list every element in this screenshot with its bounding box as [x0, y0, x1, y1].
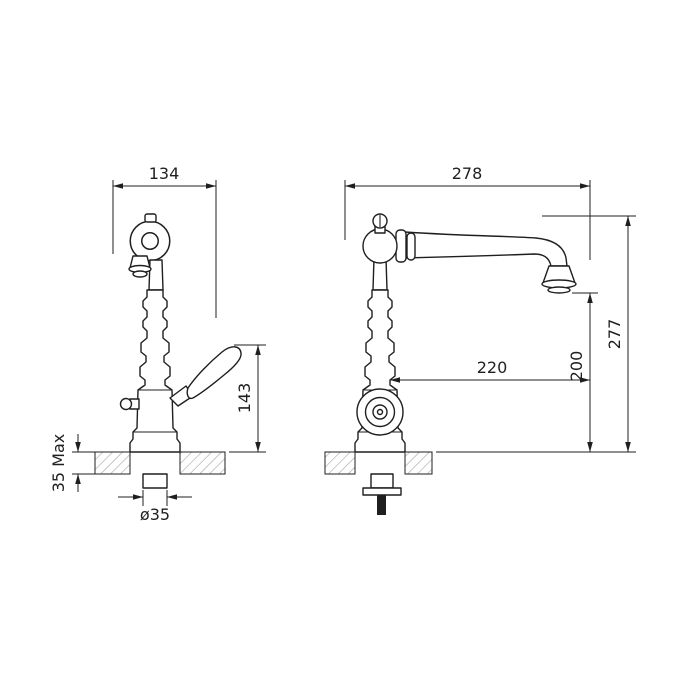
side-handle-face [356, 388, 404, 436]
arrowhead-left [390, 377, 400, 383]
front-countertop [94, 451, 226, 475]
side-spout-tube [404, 231, 568, 267]
extension-lines [72, 451, 95, 475]
arrowhead-left [345, 183, 355, 189]
dim-label-side-outlet-height: 200 [567, 351, 586, 382]
arrowhead-top [255, 345, 261, 355]
side-shank [370, 473, 394, 489]
dim-deck-thickness: 35 Max [49, 434, 95, 493]
front-spout-curl [129, 213, 171, 262]
dim-label-side-total-height: 277 [605, 319, 624, 350]
front-view [94, 213, 242, 489]
outlet-bell-tip [547, 286, 571, 294]
arrowhead-right [206, 183, 216, 189]
handle-center-dot [376, 408, 384, 416]
handle-lever [186, 346, 242, 400]
arrowhead-right [167, 494, 177, 500]
mounting-nut [362, 487, 402, 496]
front-column [129, 289, 181, 453]
outlet-bell-tip [132, 270, 148, 278]
dim-label-side-reach: 220 [477, 358, 508, 377]
supply-hose [377, 495, 386, 515]
side-view [324, 213, 577, 515]
arrowhead-bottom [625, 442, 631, 452]
dim-front-height: 143 [229, 344, 266, 453]
extension-lines [344, 180, 591, 260]
extension-lines [142, 490, 168, 506]
dim-label-deck-thickness: 35 Max [49, 434, 68, 493]
ball-joint [362, 228, 398, 264]
knob-ball [119, 397, 133, 411]
front-side-knob [119, 397, 140, 411]
countertop-hatch-left [94, 451, 131, 475]
collar-ring-outer [406, 232, 416, 261]
spout-curl-cap [144, 213, 157, 223]
dim-label-front-width: 134 [149, 164, 180, 183]
dim-label-hole-diameter: ø35 [140, 505, 170, 524]
arrowhead-left [133, 494, 143, 500]
arrowhead-bottom [255, 442, 261, 452]
dim-label-side-spout-length: 278 [452, 164, 483, 183]
dim-side-total-height: 277 [436, 215, 636, 453]
dim-side-spout-length: 278 [344, 164, 591, 260]
front-shank [142, 473, 168, 489]
column-profile [129, 289, 181, 453]
extension-lines [112, 180, 217, 318]
arrowhead-top [625, 216, 631, 226]
arrowhead-bottom [587, 442, 593, 452]
front-outlet-bell [128, 255, 152, 278]
dim-label-front-height: 143 [235, 383, 254, 414]
countertop-hatch-left [324, 451, 356, 475]
arrowhead-right [580, 377, 590, 383]
side-spout-collars [395, 229, 416, 263]
arrowhead-bottom [75, 474, 81, 484]
arrowhead-right [580, 183, 590, 189]
countertop-hatch-right [179, 451, 226, 475]
side-outlet-bell [541, 265, 577, 294]
dim-front-width: 134 [112, 164, 217, 318]
side-ball-joint [362, 213, 398, 264]
front-neck [148, 259, 164, 291]
side-undermount [362, 473, 402, 515]
front-handle [169, 346, 242, 407]
dim-side-reach: 220 [390, 358, 590, 383]
column-detail-lines [133, 389, 177, 433]
dim-hole-diameter: ø35 [118, 490, 192, 524]
extension-lines [436, 215, 636, 453]
dimensions: 134 143 35 Max ø35 [49, 164, 636, 524]
arrowhead-left [113, 183, 123, 189]
side-countertop [324, 451, 433, 475]
countertop-hatch-right [404, 451, 433, 475]
dim-side-outlet-height: 200 [567, 292, 598, 452]
spout-curl-body [131, 222, 169, 260]
extension-lines [229, 344, 266, 453]
arrowhead-top [587, 293, 593, 303]
arrowhead-top [75, 442, 81, 452]
